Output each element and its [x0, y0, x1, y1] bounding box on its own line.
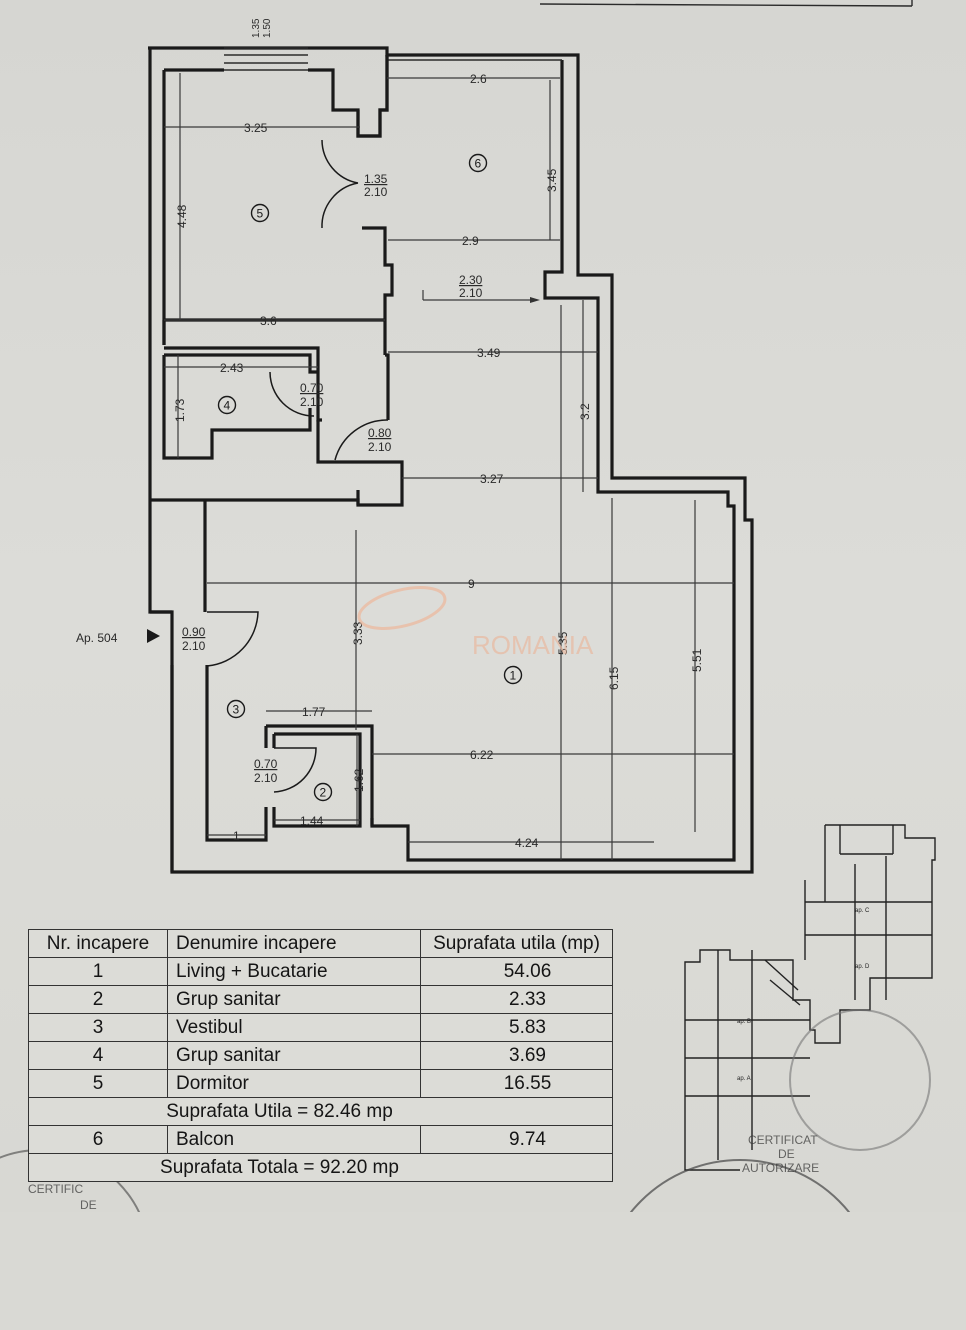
table-row: 1 Living + Bucatarie 54.06: [28, 957, 613, 986]
table-row: 2 Grup sanitar 2.33: [28, 985, 613, 1014]
svg-text:4: 4: [224, 399, 231, 413]
door-label: 0.70 2.10: [254, 757, 278, 785]
door-label: 2.30 2.10: [459, 273, 483, 300]
subtotal-row: Suprafata Utila = 82.46 mp: [28, 1097, 613, 1126]
dim-label: 1.44: [300, 814, 324, 828]
dim-label: 1.62: [352, 768, 366, 792]
window-dim-top: 1.35: [251, 18, 262, 38]
room-marker-1: 1: [503, 665, 523, 685]
column-header: Suprafata utila (mp): [420, 929, 613, 958]
svg-text:2.10: 2.10: [300, 395, 324, 409]
table-row: 3 Vestibul 5.83: [28, 1013, 613, 1042]
dim-label: 1: [233, 829, 240, 843]
door-label: 0.90 2.10: [182, 625, 206, 653]
stamp-circle-right-top: [789, 1009, 931, 1151]
room-marker-2: 2: [313, 782, 333, 802]
door-bedroom: [334, 419, 389, 461]
stamp-left: CERTIFIC DE: [28, 1182, 97, 1212]
table-row: 5 Dormitor 16.55: [28, 1069, 613, 1098]
window-dim-bottom: 1.50: [262, 18, 273, 38]
dim-label: 9: [468, 577, 475, 591]
watermark-text: ROMANIA: [472, 630, 594, 660]
table-header-row: Nr. incapere Denumire incapere Suprafata…: [28, 929, 613, 958]
room-marker-4: 4: [217, 395, 237, 415]
door-bathroom-4: [269, 371, 315, 417]
usable-area-total: Suprafata Utila = 82.46 mp: [28, 1097, 613, 1126]
key-plan: ap. C ap. D ap. B ap. A: [684, 824, 936, 1171]
apartment-label: Ap. 504: [76, 631, 118, 645]
dim-label: 2.43: [220, 361, 244, 375]
room-areas-table: Nr. incapere Denumire incapere Suprafata…: [28, 929, 613, 1182]
dim-label: 3.27: [480, 472, 504, 486]
dim-label: 5.35: [556, 631, 570, 655]
dim-label: 6.15: [607, 666, 621, 690]
svg-text:2: 2: [320, 786, 327, 800]
room-marker-6: 6: [468, 153, 488, 173]
watermark-logo-icon: [357, 586, 447, 630]
svg-text:5: 5: [257, 207, 264, 221]
svg-text:ap. A: ap. A: [737, 1076, 751, 1082]
stamp-circle-bottom: [629, 1159, 851, 1212]
table-row: 4 Grup sanitar 3.69: [28, 1041, 613, 1070]
room-marker-3: 3: [226, 699, 246, 719]
dim-label: 3.49: [477, 346, 501, 360]
door-label: 0.80 2.10: [368, 426, 392, 454]
room-marker-5: 5: [250, 203, 270, 223]
svg-text:3: 3: [233, 703, 240, 717]
svg-text:2.10: 2.10: [182, 639, 206, 653]
svg-text:ap. B: ap. B: [737, 1019, 751, 1025]
outer-wall: [148, 46, 754, 874]
entry-arrow-icon: [147, 629, 160, 643]
svg-text:6: 6: [475, 157, 482, 171]
door-label: 1.35 2.10: [364, 172, 388, 199]
svg-text:0.90: 0.90: [182, 625, 206, 639]
column-header: Denumire incapere: [167, 929, 421, 958]
svg-text:2.10: 2.10: [368, 440, 392, 454]
dim-label: 2.9: [462, 234, 479, 248]
dim-label: 1.77: [302, 705, 326, 719]
frame-edge: [539, 3, 913, 7]
dim-label: 1.73: [173, 398, 187, 422]
dim-label: 6.22: [470, 748, 494, 762]
dim-label: 3.6: [260, 314, 277, 328]
door-label: 0.70 2.10: [300, 381, 324, 409]
svg-text:2.10: 2.10: [364, 185, 388, 199]
dim-label: 4.48: [175, 204, 189, 228]
svg-text:1: 1: [510, 669, 517, 683]
svg-text:2.30: 2.30: [459, 273, 483, 287]
floor-plan: 2.6 3.25 4.48 3.45 2.9 3.6 3.49 2.43 1.7…: [0, 0, 936, 1212]
total-row: Suprafata Totala = 92.20 mp: [28, 1153, 613, 1182]
inner-wall: [162, 55, 736, 862]
dim-label: 3.25: [244, 121, 268, 135]
stamp-right: CERTIFICAT DE AUTORIZARE: [742, 1133, 820, 1175]
dim-label: 4.24: [515, 836, 539, 850]
dim-label: 3.33: [351, 621, 365, 645]
svg-text:ap. D: ap. D: [855, 964, 870, 970]
door-entrance: [206, 611, 259, 667]
svg-text:0.70: 0.70: [300, 381, 324, 395]
door-bedroom-balcony: [321, 139, 359, 229]
svg-text:ap. C: ap. C: [855, 908, 870, 914]
column-header: Nr. incapere: [28, 929, 168, 958]
dim-label: 5.51: [690, 648, 704, 672]
dim-label: 3.45: [545, 168, 559, 192]
total-area: Suprafata Totala = 92.20 mp: [28, 1153, 613, 1182]
svg-text:1.35: 1.35: [364, 172, 388, 186]
svg-text:0.80: 0.80: [368, 426, 392, 440]
door-bathroom-2: [273, 747, 317, 793]
svg-text:2.10: 2.10: [459, 286, 483, 300]
svg-text:2.10: 2.10: [254, 771, 278, 785]
dim-label: 3.2: [578, 403, 592, 420]
svg-text:0.70: 0.70: [254, 757, 278, 771]
dim-label: 2.6: [470, 72, 487, 86]
